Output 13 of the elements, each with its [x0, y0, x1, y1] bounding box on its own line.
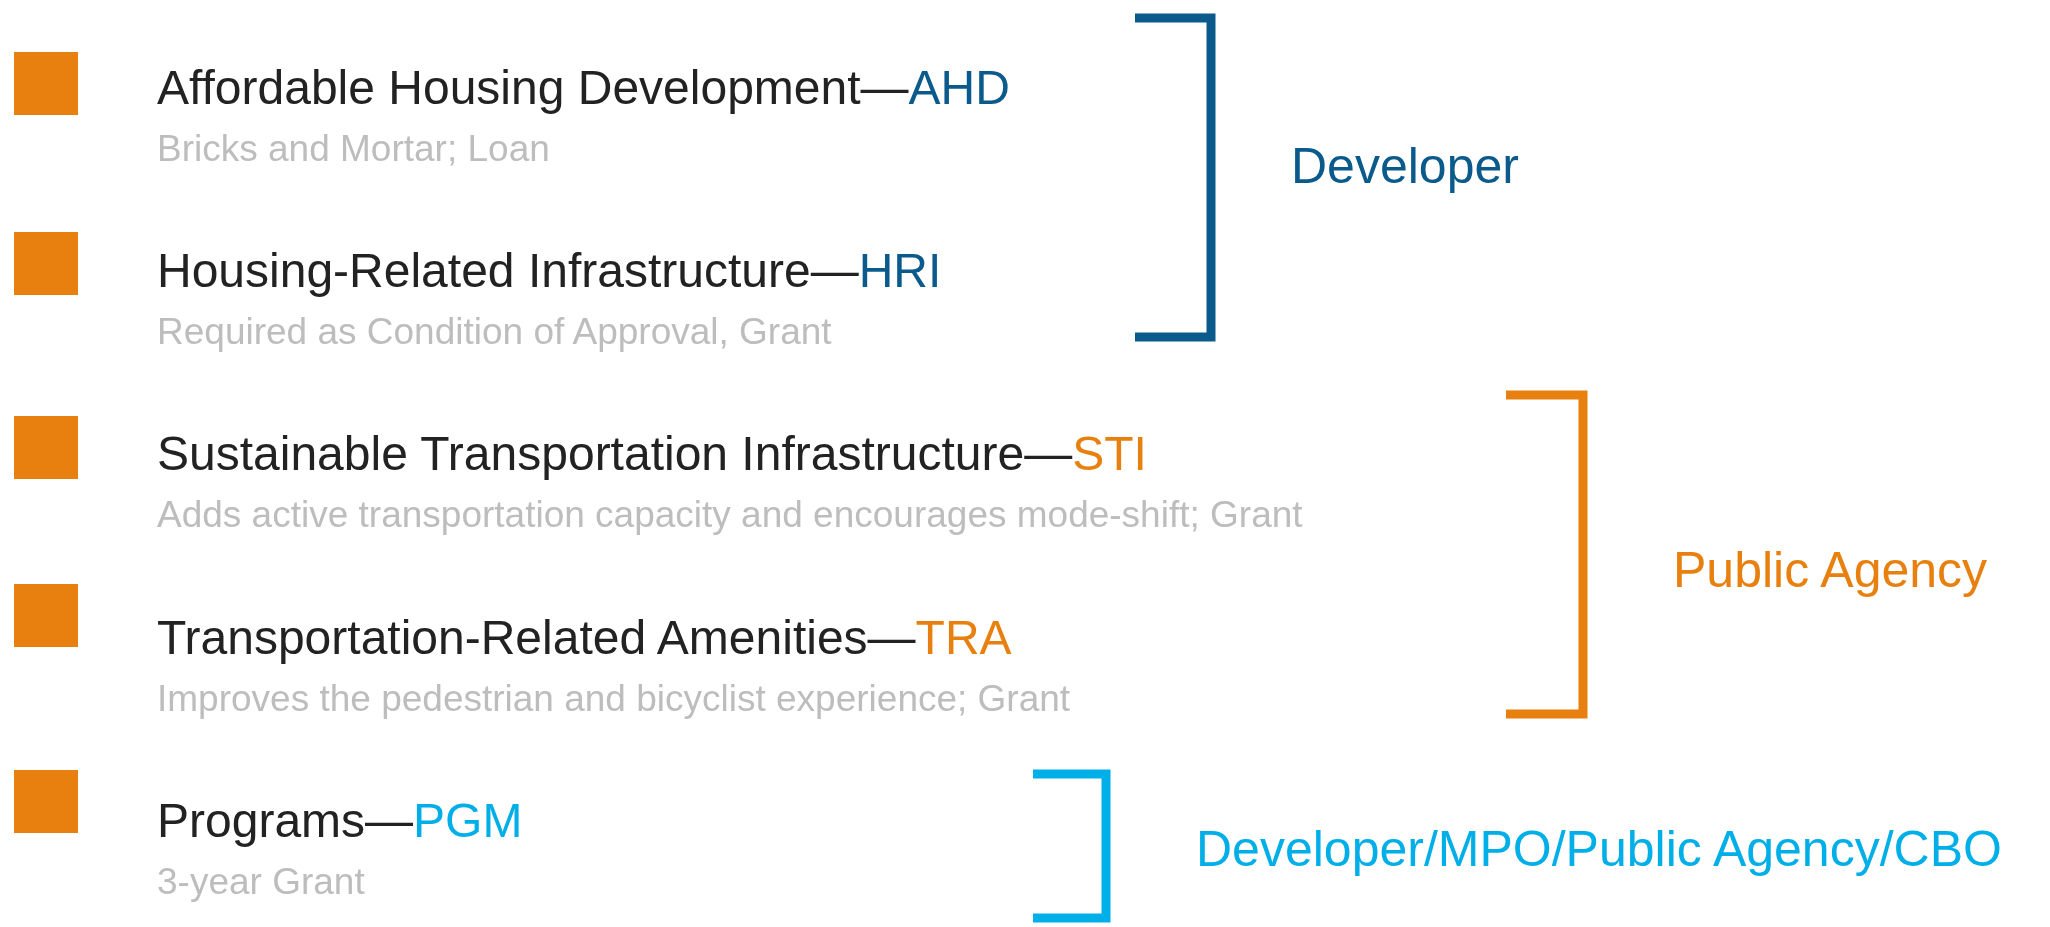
group-label: Developer/MPO/Public Agency/CBO — [1196, 820, 2002, 878]
group-label: Developer — [1291, 137, 1519, 195]
item-description: Adds active transportation capacity and encourages mode-shift; Grant — [157, 493, 1303, 537]
item-heading: Housing-Related Infrastructure—HRI — [157, 243, 942, 299]
item-heading: Affordable Housing Development—AHD — [157, 60, 1010, 116]
item-heading: Transportation-Related Amenities—TRA — [157, 610, 1013, 666]
item-heading: Sustainable Transportation Infrastructure—STI — [157, 426, 1148, 482]
group-label: Public Agency — [1673, 541, 1988, 599]
item-description: Improves the pedestrian and bicyclist experience; Grant — [157, 677, 1071, 721]
item-description: Required as Condition of Approval, Grant — [157, 310, 833, 354]
item-description: Bricks and Mortar; Loan — [157, 127, 551, 171]
item-description: 3-year Grant — [157, 860, 366, 904]
item-heading: Programs—PGM — [157, 793, 523, 849]
